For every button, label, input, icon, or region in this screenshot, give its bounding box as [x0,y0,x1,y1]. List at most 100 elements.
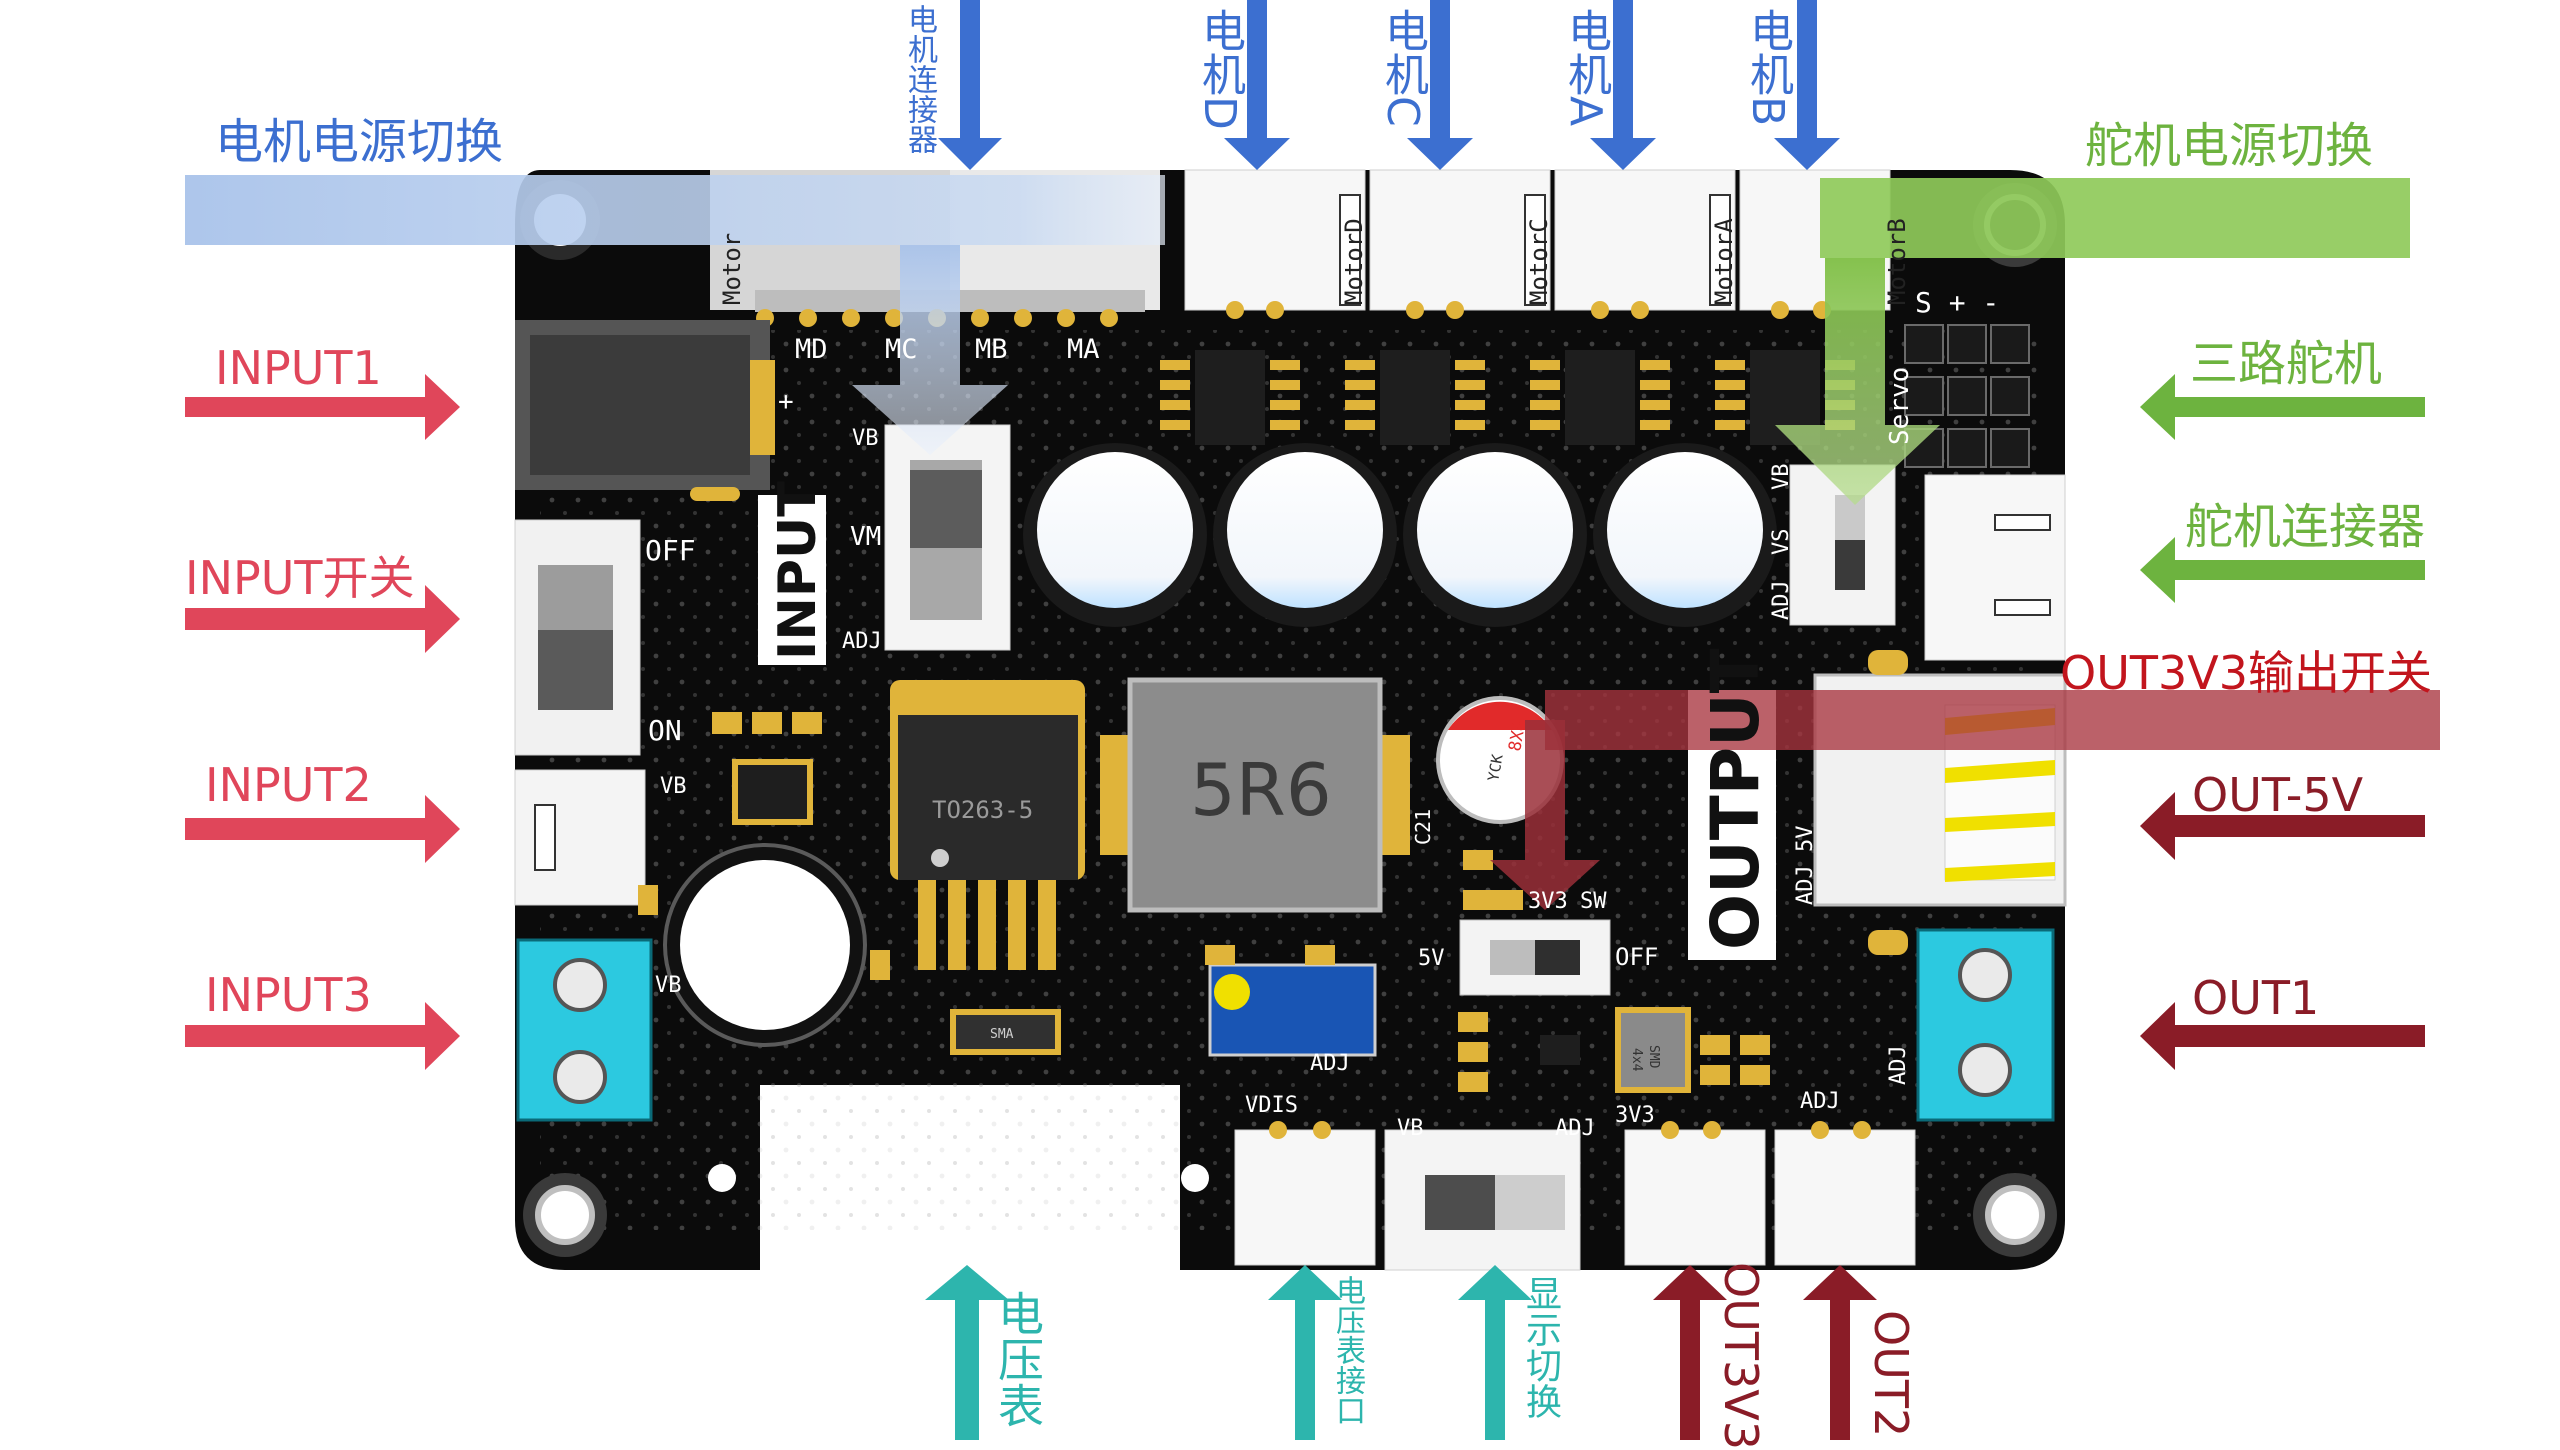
smd-inductor [1615,1007,1691,1093]
servo-connector [1924,474,2066,661]
silk-adj-3: ADJ [1310,1051,1350,1076]
out3v3-slide-switch [1459,919,1611,996]
silk-input: INPUT [768,481,828,660]
capacitor-4 [1593,443,1777,627]
out3v3-connector [1624,1129,1766,1266]
label-input1: INPUT1 [215,341,382,395]
mount-hole-br [1973,1173,2057,1257]
silk-motorb: MotorB [1883,218,1911,305]
silk-motora: MotorA [1710,218,1738,305]
sot-transistor [732,759,813,825]
label-three-servo: 三路舵机 [2190,336,2383,392]
capacitor-3 [1403,443,1587,627]
silk-vb-5: VB [1397,1116,1424,1141]
label-voltmeter: 电压表 [991,1290,1045,1428]
arrow-voltmeter-port [1268,1265,1342,1440]
motor-power-band [185,175,1165,245]
servo-power-band [1820,178,2410,258]
arrow-motor-connector [938,0,1002,170]
voltmeter-port-connector [1234,1129,1376,1266]
silk-ma: MA [1067,334,1100,365]
label-motor-c: 电机C [1377,8,1428,127]
arrow-input-switch [185,585,460,653]
dc-jack [515,320,775,501]
silk-motord: MotorD [1340,218,1368,305]
silk-sma: SMA [990,1027,1014,1042]
silk-vb-4: VB [655,973,682,998]
silk-vb-2: VB [1769,464,1794,491]
input-label-box [758,495,826,665]
silk-plus: + [778,387,794,417]
label-display-switch: 显示切换 [1520,1275,1561,1419]
label-out3v3-switch: OUT3V3输出开关 [2060,646,2432,700]
driver-ic-3 [1530,350,1670,445]
arrow-input1 [185,374,460,440]
inductor-5r6 [1100,677,1410,913]
input-slide-switch [514,519,641,756]
out2-connector [1774,1129,1916,1266]
silk-vm: VM [850,522,881,552]
label-out2: OUT2 [1864,1310,1918,1438]
arrow-motor-a [1590,0,1656,170]
label-input3: INPUT3 [205,968,372,1022]
motor-connector-d [1184,169,1366,311]
trimmer-pot [1208,963,1377,1057]
servo-power-arrow-down [1775,258,1940,505]
label-motor-d: 电机D [1194,8,1245,130]
silk-adj-4: ADJ [1886,1045,1911,1085]
out3v3-switch-band [1545,690,2440,750]
display-switch [1384,1129,1581,1271]
silk-servo-pins: S + - [1915,286,1999,319]
arrow-out1 [2140,1002,2425,1070]
label-motor-connector: 电机连接器 [902,4,937,154]
arrow-motor-b [1774,0,1840,170]
label-input2: INPUT2 [205,758,372,812]
silk-adj-5: ADJ [1555,1116,1595,1141]
smd-parts [638,650,1908,1092]
silk-to263: TO263-5 [932,796,1033,824]
silk-3v3-2: 3V3 [1615,1103,1655,1128]
label-out-5v: OUT-5V [2192,768,2364,822]
silk-mc: MC [885,334,918,365]
label-motor-power-switch: 电机电源切换 [215,114,504,170]
label-out3v3: OUT3V3 [1714,1262,1768,1450]
silk-off: OFF [645,534,696,567]
terminal-input3 [516,938,653,1122]
small-ic [1540,1035,1580,1065]
arrow-out3v3 [1653,1265,1727,1440]
arrow-input2 [185,795,460,863]
silk-adj-5v: ADJ 5V [1793,826,1818,905]
silk-adj-6: ADJ [1800,1089,1840,1114]
silk-adj-1: ADJ [842,629,882,654]
silk-3v3: 3V3 [1528,889,1568,914]
motor-connector-c [1369,169,1551,311]
capacitor-2 [1213,443,1397,627]
arrow-voltmeter [925,1265,1009,1440]
label-input-switch: INPUT开关 [185,551,415,605]
silk-smd-2: 4x4 [1629,1048,1644,1072]
silk-servo: Servo [1885,367,1915,445]
silk-motor-left: Motor [718,233,746,305]
arrow-input3 [185,1002,460,1070]
motor-power-slide-switch [884,424,1011,651]
input-capacitor [663,843,867,1047]
silk-off-2: OFF [1615,943,1658,971]
capacitor-1 [1023,443,1207,627]
label-servo-power-switch: 舵机电源切换 [2085,118,2374,174]
label-servo-connector: 舵机连接器 [2185,499,2426,555]
silk-motorc: MotorC [1525,218,1553,305]
silk-smd-1: SMD [1646,1045,1661,1069]
mount-hole-bl [523,1173,607,1257]
sma-diode [950,1009,1061,1055]
silk-5r6: 5R6 [1190,748,1332,832]
arrow-out2 [1803,1265,1877,1440]
label-out1: OUT1 [2192,971,2320,1025]
motor-connector-a [1554,169,1736,311]
silk-on: ON [648,714,682,747]
arrow-display-switch [1458,1265,1532,1440]
terminal-out1 [1916,928,2055,1122]
label-voltmeter-port: 电压表接口 [1330,1275,1365,1425]
silk-c21: C21 [1411,809,1435,845]
